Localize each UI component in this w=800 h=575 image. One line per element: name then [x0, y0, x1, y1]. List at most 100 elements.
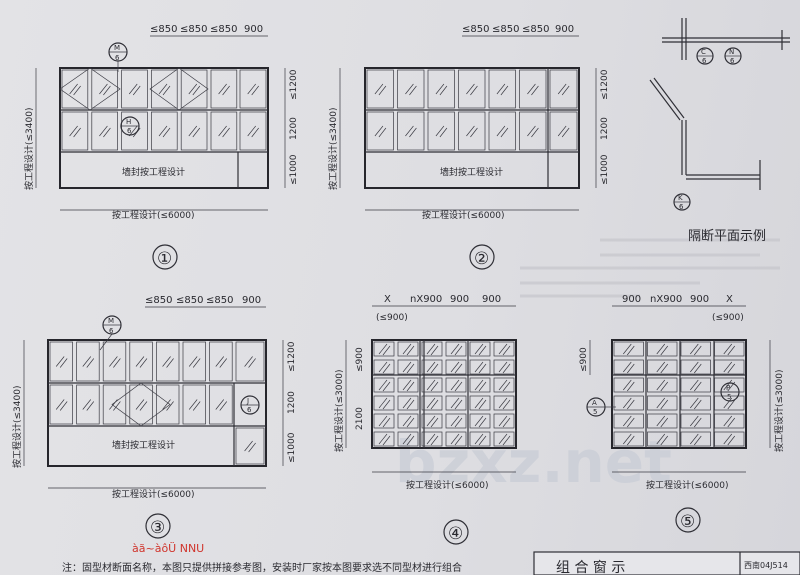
open-sash-mark	[111, 382, 171, 427]
glass-pane-glass-hatch	[450, 433, 463, 446]
d1-callout-1: M 6	[108, 42, 128, 72]
glass-pane-glass-hatch	[527, 125, 539, 138]
glass-pane-glass-hatch	[402, 379, 415, 392]
d4-top-dim-4: 900	[482, 294, 501, 305]
glass-pane	[427, 69, 455, 109]
d1-right-dim-3: ≤1000	[289, 154, 299, 185]
glass-pane	[680, 431, 711, 447]
watermark-text: bzxz.net	[395, 428, 672, 496]
d5-height-label: 按工程设计(≤3000)	[773, 370, 785, 452]
glass-pane-glass-hatch	[215, 399, 228, 411]
glass-pane	[647, 413, 678, 429]
glass-pane-glass-hatch	[435, 125, 448, 138]
corrupted-label: àã~àôÜ NNU	[132, 542, 204, 555]
glass-pane-glass-hatch	[498, 361, 511, 374]
glass-pane-glass-hatch	[450, 415, 463, 428]
d1-callout-2-top: H	[126, 118, 131, 126]
glass-pane	[180, 69, 208, 109]
glass-pane	[239, 111, 267, 151]
glass-pane	[421, 395, 443, 411]
glass-pane	[235, 341, 265, 382]
glass-pane	[366, 69, 394, 109]
glass-pane-glass-hatch	[450, 361, 463, 374]
glass-pane-glass-hatch	[405, 83, 417, 96]
glass-pane	[421, 413, 443, 429]
glass-pane-glass-hatch	[474, 433, 487, 446]
glass-pane	[121, 111, 148, 151]
d4-left-dim-1: ≤900	[355, 347, 365, 372]
glass-pane	[647, 341, 678, 357]
glass-pane-glass-hatch	[402, 433, 415, 446]
glass-pane-glass-hatch	[402, 361, 415, 374]
d5-left-dim-1: ≤900	[579, 347, 589, 372]
glass-pane	[182, 384, 206, 425]
glass-pane-glass-hatch	[158, 83, 171, 96]
glass-pane-glass-hatch	[374, 125, 387, 138]
glass-pane	[493, 359, 515, 375]
d4-sub-dim: (≤900)	[376, 313, 408, 323]
d1-top-dim-1: ≤850	[150, 24, 177, 35]
glass-pane	[549, 69, 578, 109]
glass-pane	[373, 431, 395, 447]
glass-pane-glass-hatch	[527, 83, 539, 96]
glass-pane	[91, 69, 118, 109]
faint-text-lines	[520, 238, 780, 298]
glass-pane-glass-hatch	[402, 343, 415, 356]
glass-pane-glass-hatch	[656, 361, 669, 374]
plan-callout-3-top: K	[678, 194, 683, 202]
glass-pane	[373, 377, 395, 393]
glass-pane-glass-hatch	[402, 397, 415, 410]
glass-pane	[49, 384, 73, 425]
glass-pane-glass-hatch	[450, 343, 463, 356]
glass-pane-glass-hatch	[690, 343, 702, 356]
glass-pane-glass-hatch	[498, 433, 511, 446]
glass-pane	[714, 413, 745, 429]
d2-top-dim-3: ≤850	[522, 24, 549, 35]
glass-pane	[680, 377, 711, 393]
glass-pane-glass-hatch	[656, 379, 669, 392]
glass-pane	[647, 395, 678, 411]
d1-callout-1-top: M	[114, 44, 120, 52]
glass-pane	[235, 427, 265, 465]
glass-pane-glass-hatch	[690, 379, 702, 392]
d2-height-label: 按工程设计(≤3400)	[327, 108, 339, 190]
glass-pane-glass-hatch	[623, 379, 635, 392]
glass-pane	[469, 359, 491, 375]
glass-pane	[373, 359, 395, 375]
d5-top-dim-1: 900	[622, 294, 641, 305]
glass-pane-glass-hatch	[215, 356, 228, 368]
d2-top-dim-1: ≤850	[462, 24, 489, 35]
glass-pane-glass-hatch	[128, 83, 141, 96]
glass-pane-glass-hatch	[723, 415, 736, 428]
d3-callout-1-top: M	[108, 317, 114, 325]
glass-pane-glass-hatch	[55, 356, 68, 368]
glass-pane	[421, 431, 443, 447]
plan-callout-1-bottom: 6	[702, 57, 707, 65]
glass-pane	[427, 111, 455, 151]
glass-pane	[121, 69, 148, 109]
glass-pane-glass-hatch	[474, 361, 487, 374]
glass-pane	[714, 395, 745, 411]
glass-pane-glass-hatch	[374, 83, 387, 96]
glass-pane	[373, 395, 395, 411]
glass-pane	[613, 431, 644, 447]
glass-pane-glass-hatch	[723, 343, 736, 356]
glass-pane	[182, 341, 206, 382]
glass-pane	[209, 341, 233, 382]
glass-pane-glass-hatch	[247, 83, 259, 96]
glass-pane-glass-hatch	[557, 83, 570, 96]
d3-number: ③	[150, 518, 165, 538]
d1-inner-label: 墙封按工程设计	[122, 166, 185, 178]
d2-number: ②	[474, 249, 489, 269]
glass-pane	[458, 69, 486, 109]
glass-pane	[421, 341, 443, 357]
glass-pane	[714, 341, 745, 357]
plan-diagram: C 6 N 6 K 6 隔断平面示例	[649, 18, 790, 244]
glass-pane-glass-hatch	[690, 397, 702, 410]
glass-pane	[366, 111, 394, 151]
glass-pane-glass-hatch	[218, 125, 230, 138]
d4-top-dim-3: 900	[450, 294, 469, 305]
glass-pane-glass-hatch	[158, 125, 171, 138]
glass-pane-glass-hatch	[450, 397, 463, 410]
